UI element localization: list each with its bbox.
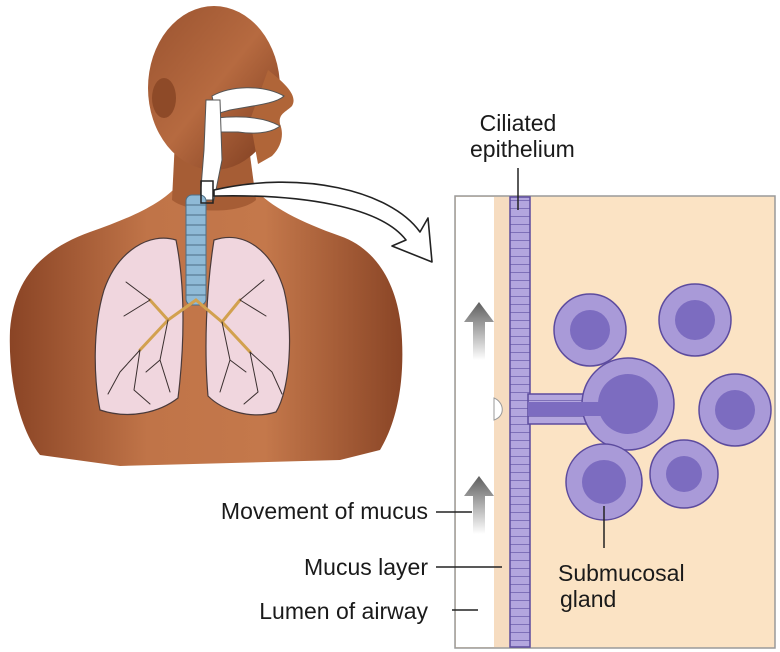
airway-lumen <box>456 197 494 647</box>
label-ciliated-line1: Ciliated <box>470 110 566 136</box>
mucus-layer <box>494 197 510 647</box>
label-gland-line1: Submucosal <box>558 560 685 586</box>
label-movement-of-mucus: Movement of mucus <box>221 498 428 524</box>
ear <box>152 78 176 118</box>
label-gland-line2: gland <box>558 586 685 612</box>
label-ciliated-epithelium: Ciliated epithelium <box>470 110 566 162</box>
label-submucosal-gland: Submucosal gland <box>558 560 685 612</box>
label-ciliated-line2: epithelium <box>470 136 566 162</box>
label-lumen-of-airway: Lumen of airway <box>259 598 428 624</box>
trachea <box>186 195 206 305</box>
human-torso-illustration <box>10 6 403 466</box>
label-mucus-layer: Mucus layer <box>304 554 428 580</box>
ciliated-epithelium <box>510 197 530 647</box>
